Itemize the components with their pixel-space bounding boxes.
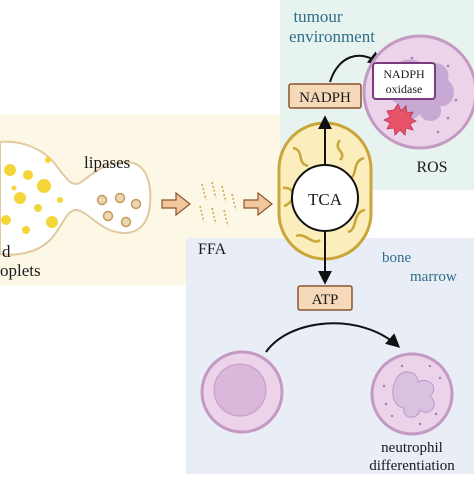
differentiated-neutrophil-cell — [370, 352, 454, 436]
tumour-neutrophil-cell — [362, 34, 474, 150]
bone-marrow-label-line2: marrow — [410, 269, 457, 285]
nadph-oxidase-label-line2: oxidase — [386, 82, 423, 96]
lipase-enzymes — [96, 192, 142, 228]
nadph-oxidase-box — [372, 62, 436, 100]
arrow-atp-to-differentiation — [265, 322, 401, 353]
atp-label: ATP — [312, 292, 339, 308]
precursor-cell — [200, 350, 284, 434]
arrow-ffa-to-mitochondrion — [243, 191, 273, 217]
neutrophil-label-line1: neutrophil — [381, 440, 443, 456]
bone-marrow-label-line1: bone — [382, 250, 412, 266]
ros-label: ROS — [416, 159, 447, 176]
lipid-droplets-label-line1: d — [2, 242, 11, 261]
nadph-label: NADPH — [299, 90, 351, 106]
lipid-droplets-label-line2: oplets — [0, 261, 41, 280]
tumour-environment-label-line1: tumour — [293, 7, 342, 26]
atp-box — [297, 285, 353, 311]
neutrophil-label-line2: differentiation — [369, 458, 455, 474]
lipid-droplet-cell — [0, 140, 152, 256]
ffa-molecules — [199, 181, 237, 227]
nadph-oxidase-label-line1: NADPH — [383, 67, 425, 81]
arrow-lipolysis-to-ffa — [161, 191, 191, 217]
tca-label: TCA — [308, 190, 343, 209]
ffa-label: FFA — [198, 241, 227, 258]
tumour-environment-label-line2: environment — [289, 27, 375, 46]
lipases-label: lipases — [84, 153, 130, 172]
nadph-box — [288, 83, 362, 109]
